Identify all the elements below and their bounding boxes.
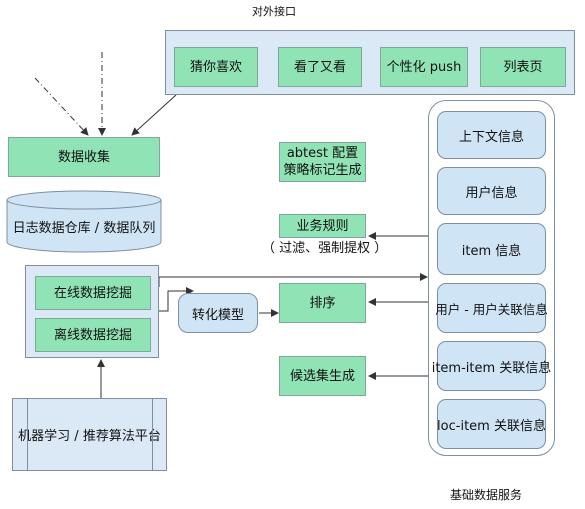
api-item-personalized-push: 个性化 push [380, 47, 468, 87]
business-rules-note: （ 过滤、强制提权 ） [262, 241, 388, 256]
base-item-user: 用户信息 [437, 167, 546, 215]
base-item-user-user: 用户 - 用户关联信息 [435, 283, 548, 333]
data-collection-box: 数据收集 [8, 137, 160, 177]
transform-model-box: 转化模型 [178, 293, 258, 333]
offline-mining-box: 离线数据挖掘 [35, 318, 151, 352]
ml-platform-divider-right [152, 398, 153, 471]
abtest-line1: abtest 配置 [286, 146, 359, 161]
abtest-config-box: abtest 配置 策略标记生成 [279, 142, 366, 182]
business-rules-box: 业务规则 [279, 214, 366, 238]
ml-platform-label: 机器学习 / 推荐算法平台 [18, 429, 161, 444]
dashed-input-arrow-1 [34, 77, 89, 136]
abtest-line2: 策略标记生成 [283, 163, 362, 178]
base-item-item-item: item-item 关联信息 [432, 341, 551, 391]
candidate-generation-box: 候选集生成 [279, 356, 366, 396]
api-item-list-page: 列表页 [480, 47, 566, 87]
ml-platform-box: 机器学习 / 推荐算法平台 [12, 398, 167, 471]
log-warehouse-cylinder [6, 190, 162, 253]
ranking-box: 排序 [279, 283, 366, 323]
online-mining-box: 在线数据挖掘 [35, 276, 151, 310]
external-api-title: 对外接口 [252, 5, 296, 18]
api-item-watched-again: 看了又看 [278, 47, 362, 87]
log-warehouse-label: 日志数据仓库 / 数据队列 [12, 221, 156, 236]
base-services-group [428, 100, 555, 456]
api-to-collection-arrow [131, 94, 177, 136]
base-item-item: item 信息 [437, 223, 546, 275]
base-item-context: 上下文信息 [437, 111, 546, 159]
base-item-loc-item: loc-item 关联信息 [437, 399, 546, 449]
api-item-guess-you-like: 猜你喜欢 [174, 47, 258, 87]
ml-platform-divider-left [27, 398, 28, 471]
mining-to-base-arrow [158, 273, 428, 287]
base-services-title: 基础数据服务 [450, 488, 523, 502]
mining-to-model-arrow [159, 287, 194, 312]
